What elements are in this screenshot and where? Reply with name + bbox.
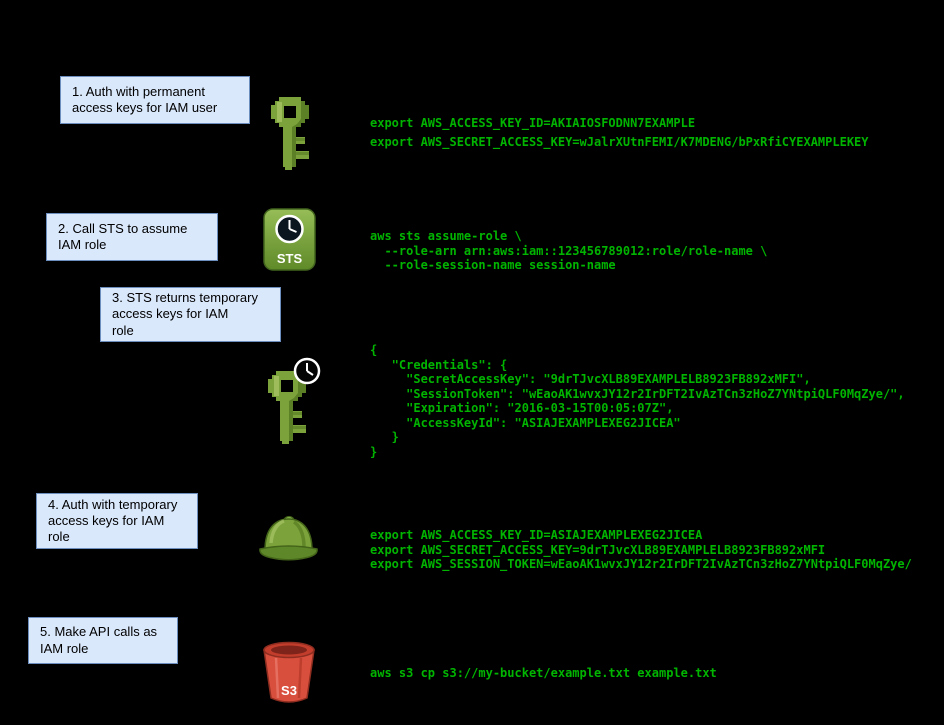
step-5-callout: 5. Make API calls as IAM role xyxy=(28,617,178,664)
iam-role-helmet-icon xyxy=(257,511,320,572)
sts-icon-label: STS xyxy=(277,251,303,266)
key-icon xyxy=(271,97,309,170)
clock-overlay-icon xyxy=(293,357,321,385)
sts-tile-icon: STS xyxy=(263,208,316,271)
sts-service-icon: STS xyxy=(263,208,316,276)
step-1-code: export AWS_ACCESS_KEY_ID=AKIAIOSFODNN7EX… xyxy=(370,116,869,149)
s3-icon-label: S3 xyxy=(281,683,297,698)
bucket-icon: S3 xyxy=(263,641,315,703)
step-2-code: aws sts assume-role \ --role-arn arn:aws… xyxy=(370,229,768,272)
step-3-callout: 3. STS returns temporary access keys for… xyxy=(100,287,281,342)
s3-bucket-icon: S3 xyxy=(261,638,317,711)
helmet-icon xyxy=(259,515,318,561)
step-5-label: 5. Make API calls as IAM role xyxy=(40,624,158,656)
sts-clock-icon xyxy=(275,214,304,244)
temporary-access-key-icon xyxy=(264,357,322,450)
step-3-code: { "Credentials": { "SecretAccessKey": "9… xyxy=(370,343,905,459)
step-4-callout: 4. Auth with temporary access keys for I… xyxy=(36,493,198,549)
key-with-clock-icon xyxy=(268,357,321,444)
step-1-label: 1. Auth with permanent access keys for I… xyxy=(72,83,218,115)
step-5-code: aws s3 cp s3://my-bucket/example.txt exa… xyxy=(370,666,717,680)
step-2-callout: 2. Call STS to assume IAM role xyxy=(46,213,218,261)
step-3-label: 3. STS returns temporary access keys for… xyxy=(112,290,258,338)
permanent-access-key-icon xyxy=(267,96,311,177)
step-4-code: export AWS_ACCESS_KEY_ID=ASIAJEXAMPLEXEG… xyxy=(370,528,912,571)
step-1-callout: 1. Auth with permanent access keys for I… xyxy=(60,76,250,124)
step-4-label: 4. Auth with temporary access keys for I… xyxy=(48,496,178,545)
step-2-label: 2. Call STS to assume IAM role xyxy=(58,220,188,252)
